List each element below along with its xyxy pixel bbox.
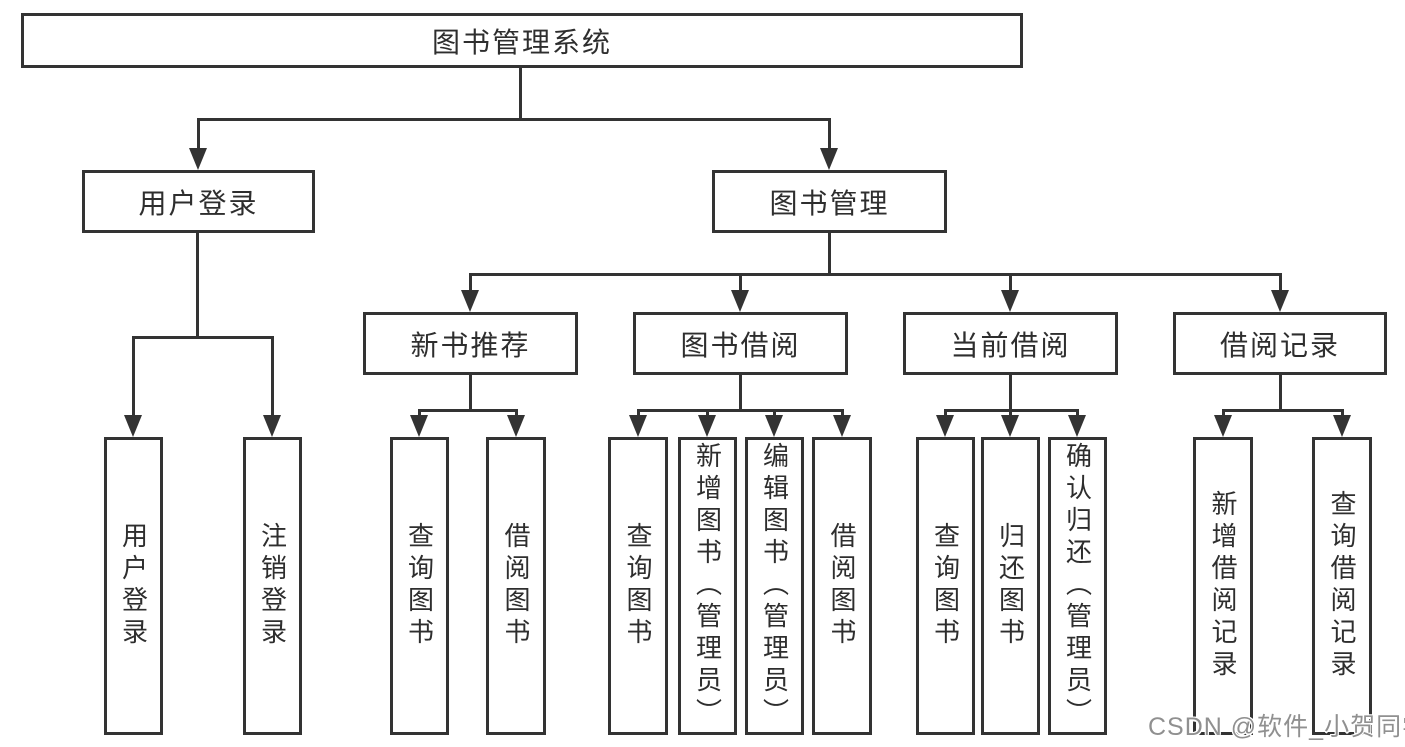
arrow-down-icon bbox=[263, 415, 281, 437]
node-current-borrow: 当前借阅 bbox=[903, 312, 1118, 375]
arrow-down-icon bbox=[1001, 290, 1019, 312]
node-label: 图书管理 bbox=[769, 187, 890, 219]
node-label: 查询借阅记录 bbox=[1327, 490, 1357, 682]
leaf-return-books: 归还图书 bbox=[981, 437, 1040, 735]
connector-line bbox=[132, 336, 135, 419]
node-label: 查询图书 bbox=[623, 522, 653, 650]
leaf-add-borrow-record: 新增借阅记录 bbox=[1193, 437, 1253, 735]
node-label: 查询图书 bbox=[930, 522, 961, 650]
leaf-borrow-books: 借阅图书 bbox=[486, 437, 546, 735]
connector-line bbox=[828, 233, 831, 275]
node-borrow-records: 借阅记录 bbox=[1173, 312, 1387, 375]
connector-line bbox=[418, 409, 518, 412]
arrow-down-icon bbox=[1271, 290, 1289, 312]
arrow-down-icon bbox=[731, 290, 749, 312]
connector-line bbox=[418, 409, 421, 419]
connector-line bbox=[637, 409, 844, 412]
leaf-confirm-return-admin: 确认归还（管理员） bbox=[1048, 437, 1107, 735]
node-label: 注销登录 bbox=[257, 522, 288, 650]
arrow-down-icon bbox=[765, 415, 783, 437]
connector-line bbox=[637, 409, 640, 419]
arrow-down-icon bbox=[820, 148, 838, 170]
connector-line bbox=[469, 375, 472, 411]
arrow-down-icon bbox=[936, 415, 954, 437]
node-user-login: 用户登录 bbox=[82, 170, 315, 233]
arrow-down-icon bbox=[629, 415, 647, 437]
leaf-user-login: 用户登录 bbox=[104, 437, 163, 735]
arrow-down-icon bbox=[507, 415, 525, 437]
connector-line bbox=[1076, 409, 1079, 419]
node-label: 借阅记录 bbox=[1219, 329, 1340, 361]
connector-line bbox=[739, 375, 742, 411]
leaf-query-books-3: 查询图书 bbox=[916, 437, 975, 735]
connector-line bbox=[1222, 409, 1344, 412]
connector-line bbox=[739, 273, 742, 294]
connector-line bbox=[519, 68, 522, 118]
connector-line bbox=[197, 118, 831, 121]
node-label: 图书管理系统 bbox=[431, 26, 612, 58]
connector-line bbox=[773, 409, 776, 419]
connector-line bbox=[841, 409, 844, 419]
connector-line bbox=[1279, 375, 1282, 411]
node-root: 图书管理系统 bbox=[21, 13, 1023, 68]
connector-line bbox=[828, 118, 831, 152]
node-label: 借阅图书 bbox=[501, 522, 531, 650]
arrow-down-icon bbox=[833, 415, 851, 437]
connector-line bbox=[706, 409, 709, 419]
node-label: 新书推荐 bbox=[410, 329, 531, 361]
arrow-down-icon bbox=[410, 415, 428, 437]
connector-line bbox=[271, 336, 274, 419]
arrow-down-icon bbox=[461, 290, 479, 312]
node-label: 借阅图书 bbox=[827, 522, 857, 650]
arrow-down-icon bbox=[1068, 415, 1086, 437]
leaf-query-books-2: 查询图书 bbox=[608, 437, 668, 735]
connector-line bbox=[944, 409, 947, 419]
node-label: 归还图书 bbox=[995, 522, 1026, 650]
connector-line bbox=[1341, 409, 1344, 419]
node-label: 查询图书 bbox=[404, 522, 435, 650]
connector-line bbox=[1009, 273, 1012, 294]
node-label: 用户登录 bbox=[138, 187, 259, 219]
node-book-management: 图书管理 bbox=[712, 170, 947, 233]
connector-line bbox=[1222, 409, 1225, 419]
node-label: 新增图书（管理员） bbox=[692, 442, 723, 730]
arrow-down-icon bbox=[124, 415, 142, 437]
arrow-down-icon bbox=[698, 415, 716, 437]
arrow-down-icon bbox=[189, 148, 207, 170]
leaf-add-books-admin: 新增图书（管理员） bbox=[678, 437, 737, 735]
leaf-query-borrow-record: 查询借阅记录 bbox=[1312, 437, 1372, 735]
watermark: CSDN @软件_小贺同学 bbox=[1148, 713, 1405, 741]
leaf-borrow-books-2: 借阅图书 bbox=[812, 437, 872, 735]
arrow-down-icon bbox=[1214, 415, 1232, 437]
connector-line bbox=[197, 118, 200, 152]
connector-line bbox=[469, 273, 472, 294]
node-label: 确认归还（管理员） bbox=[1062, 442, 1093, 730]
connector-line bbox=[1009, 375, 1012, 411]
connector-line bbox=[1009, 409, 1012, 419]
node-new-book-recommend: 新书推荐 bbox=[363, 312, 578, 375]
arrow-down-icon bbox=[1333, 415, 1351, 437]
leaf-edit-books-admin: 编辑图书（管理员） bbox=[745, 437, 804, 735]
node-label: 新增借阅记录 bbox=[1208, 490, 1238, 682]
connector-line bbox=[1279, 273, 1282, 294]
connector-line bbox=[515, 409, 518, 419]
leaf-logout-login: 注销登录 bbox=[243, 437, 302, 735]
node-book-borrow: 图书借阅 bbox=[633, 312, 848, 375]
connector-line bbox=[469, 273, 1282, 276]
connector-line bbox=[132, 336, 274, 339]
node-label: 用户登录 bbox=[118, 522, 149, 650]
node-label: 图书借阅 bbox=[680, 329, 801, 361]
node-label: 编辑图书（管理员） bbox=[759, 442, 790, 730]
leaf-query-books: 查询图书 bbox=[390, 437, 449, 735]
connector-line bbox=[196, 233, 199, 336]
node-label: 当前借阅 bbox=[950, 329, 1071, 361]
arrow-down-icon bbox=[1001, 415, 1019, 437]
